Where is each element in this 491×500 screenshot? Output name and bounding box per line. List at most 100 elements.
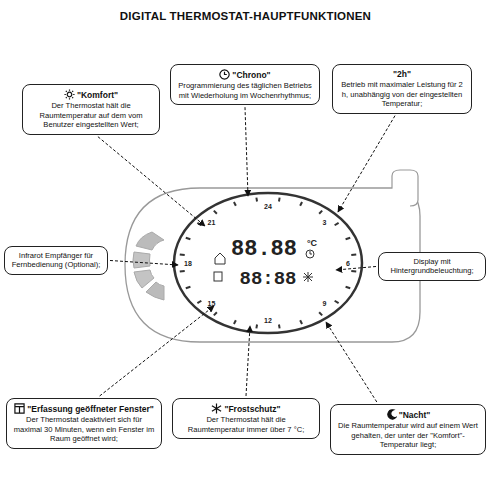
- tick: [255, 324, 258, 328]
- title: DIGITAL THERMOSTAT-HAUPTFUNKTIONEN: [0, 10, 491, 22]
- function-name: "Frostschutz": [224, 404, 280, 414]
- tick: [278, 324, 281, 328]
- function-name: "2h": [393, 69, 411, 79]
- callout-box: "Erfassung geöffneter Fenster"Der Thermo…: [6, 398, 162, 449]
- heading-line: "Erfassung geöffneter Fenster": [12, 403, 156, 414]
- hour-number: 15: [208, 300, 216, 307]
- leader-arrow: [336, 266, 376, 270]
- hour-number: 9: [323, 300, 327, 307]
- description: Die Raumtemperatur wird auf einem Wert g…: [338, 421, 478, 449]
- description: Der Thermostat hält die Raumtemperatur a…: [40, 101, 143, 129]
- button: [136, 232, 164, 250]
- tick: [346, 238, 351, 240]
- tick: [234, 202, 236, 206]
- body-line: Betrieb mit maximaler Leistung für 2 h, …: [338, 80, 466, 108]
- heading-line: "Komfort": [28, 89, 154, 100]
- clock-icon: [306, 250, 314, 258]
- button: [146, 282, 164, 300]
- body-line: Infrarot Empfänger für Fernbedienung (Op…: [10, 251, 102, 270]
- window-glyph: [15, 404, 24, 413]
- tick: [335, 223, 339, 225]
- window-icon: [214, 272, 222, 281]
- house-icon: [215, 253, 225, 264]
- body-line: Display mit Hintergrundbeleuchtung;: [384, 257, 480, 276]
- tick: [278, 198, 281, 202]
- device-housing: [125, 188, 420, 342]
- tick: [186, 238, 191, 240]
- tick: [319, 312, 322, 315]
- button: [133, 252, 150, 268]
- heading-line: "Chrono": [176, 69, 314, 80]
- display-digits: 88:88: [239, 268, 296, 290]
- description: Betrieb mit maximaler Leistung für 2 h, …: [341, 80, 463, 108]
- description: Infrarot Empfänger für Fernbedienung (Op…: [12, 251, 101, 269]
- leader-arrow: [98, 137, 205, 226]
- function-name: "Nacht": [399, 410, 431, 420]
- snow-icon: [211, 403, 222, 414]
- clock-hands: [310, 251, 312, 254]
- tick: [351, 270, 356, 273]
- body-line: Der Thermostat hält die Raumtemperatur i…: [178, 415, 314, 434]
- callout-box: "Chrono"Programmierung des täglichen Bet…: [170, 64, 320, 105]
- window-icon: [14, 403, 25, 414]
- sun-icon: [64, 89, 75, 100]
- leader-arrow: [338, 116, 395, 212]
- tick: [300, 202, 302, 206]
- tick: [214, 312, 217, 315]
- display-digits: 88.88: [231, 237, 297, 262]
- snow-icon: [303, 272, 313, 282]
- tick: [214, 211, 217, 214]
- tick: [255, 198, 258, 202]
- body-line: Die Raumtemperatur wird auf einem Wert g…: [336, 421, 480, 449]
- heading-line: "Frostschutz": [178, 403, 314, 414]
- callout-box: Display mit Hintergrundbeleuchtung;: [378, 252, 486, 281]
- tick: [351, 253, 356, 256]
- tick: [319, 211, 322, 214]
- heading-line: "Nacht": [336, 409, 480, 420]
- leader-arrow: [245, 107, 248, 196]
- body-line: Der Thermostat hält die Raumtemperatur a…: [28, 101, 154, 129]
- tick: [234, 320, 236, 324]
- tick: [180, 253, 185, 256]
- function-name: "Komfort": [77, 90, 118, 100]
- hour-number: 24: [264, 203, 272, 210]
- hour-number: 3: [323, 219, 327, 226]
- leader-arrow: [100, 306, 214, 396]
- heading-line: "2h": [338, 69, 466, 79]
- function-name: "Chrono": [232, 70, 270, 80]
- clock-icon: [219, 69, 230, 80]
- hour-ticks: [180, 198, 356, 329]
- leader-arrow: [326, 322, 377, 402]
- description: Display mit Hintergrundbeleuchtung;: [390, 257, 473, 275]
- leader-arrow: [246, 326, 250, 396]
- leader-arrow: [110, 260, 178, 265]
- function-name: "Erfassung geöffneter Fenster": [27, 404, 154, 414]
- tick: [197, 223, 201, 225]
- hour-number: 18: [184, 260, 192, 267]
- body-line: Der Thermostat deaktiviert sich für maxi…: [12, 415, 156, 443]
- tick: [180, 270, 185, 273]
- hour-number: 21: [208, 219, 216, 226]
- hour-number: 6: [346, 260, 350, 267]
- description: Der Thermostat hält die Raumtemperatur i…: [188, 415, 305, 433]
- hour-number: 12: [264, 317, 272, 324]
- moon-icon: [386, 409, 397, 420]
- sun-glyph: [64, 89, 74, 99]
- display-digits: °C: [307, 238, 317, 248]
- tick: [186, 287, 191, 289]
- description: Programmierung des täglichen Betriebs mi…: [178, 81, 311, 99]
- tick: [346, 287, 351, 289]
- snow-glyph: [212, 403, 221, 413]
- body-line: Programmierung des täglichen Betriebs mi…: [176, 81, 314, 100]
- device-knob: [392, 170, 418, 206]
- callout-box: "Komfort"Der Thermostat hält die Raumtem…: [22, 84, 160, 135]
- tick: [197, 301, 201, 303]
- callout-box: "Frostschutz"Der Thermostat hält die Rau…: [172, 398, 320, 439]
- callout-box: "2h"Betrieb mit maximaler Leistung für 2…: [332, 64, 472, 114]
- button: [134, 270, 154, 288]
- callout-box: Infrarot Empfänger für Fernbedienung (Op…: [4, 246, 108, 275]
- tick: [335, 301, 339, 303]
- clock-glyph: [220, 70, 229, 79]
- callout-box: "Nacht"Die Raumtemperatur wird auf einem…: [330, 404, 486, 455]
- moon-glyph: [388, 410, 396, 419]
